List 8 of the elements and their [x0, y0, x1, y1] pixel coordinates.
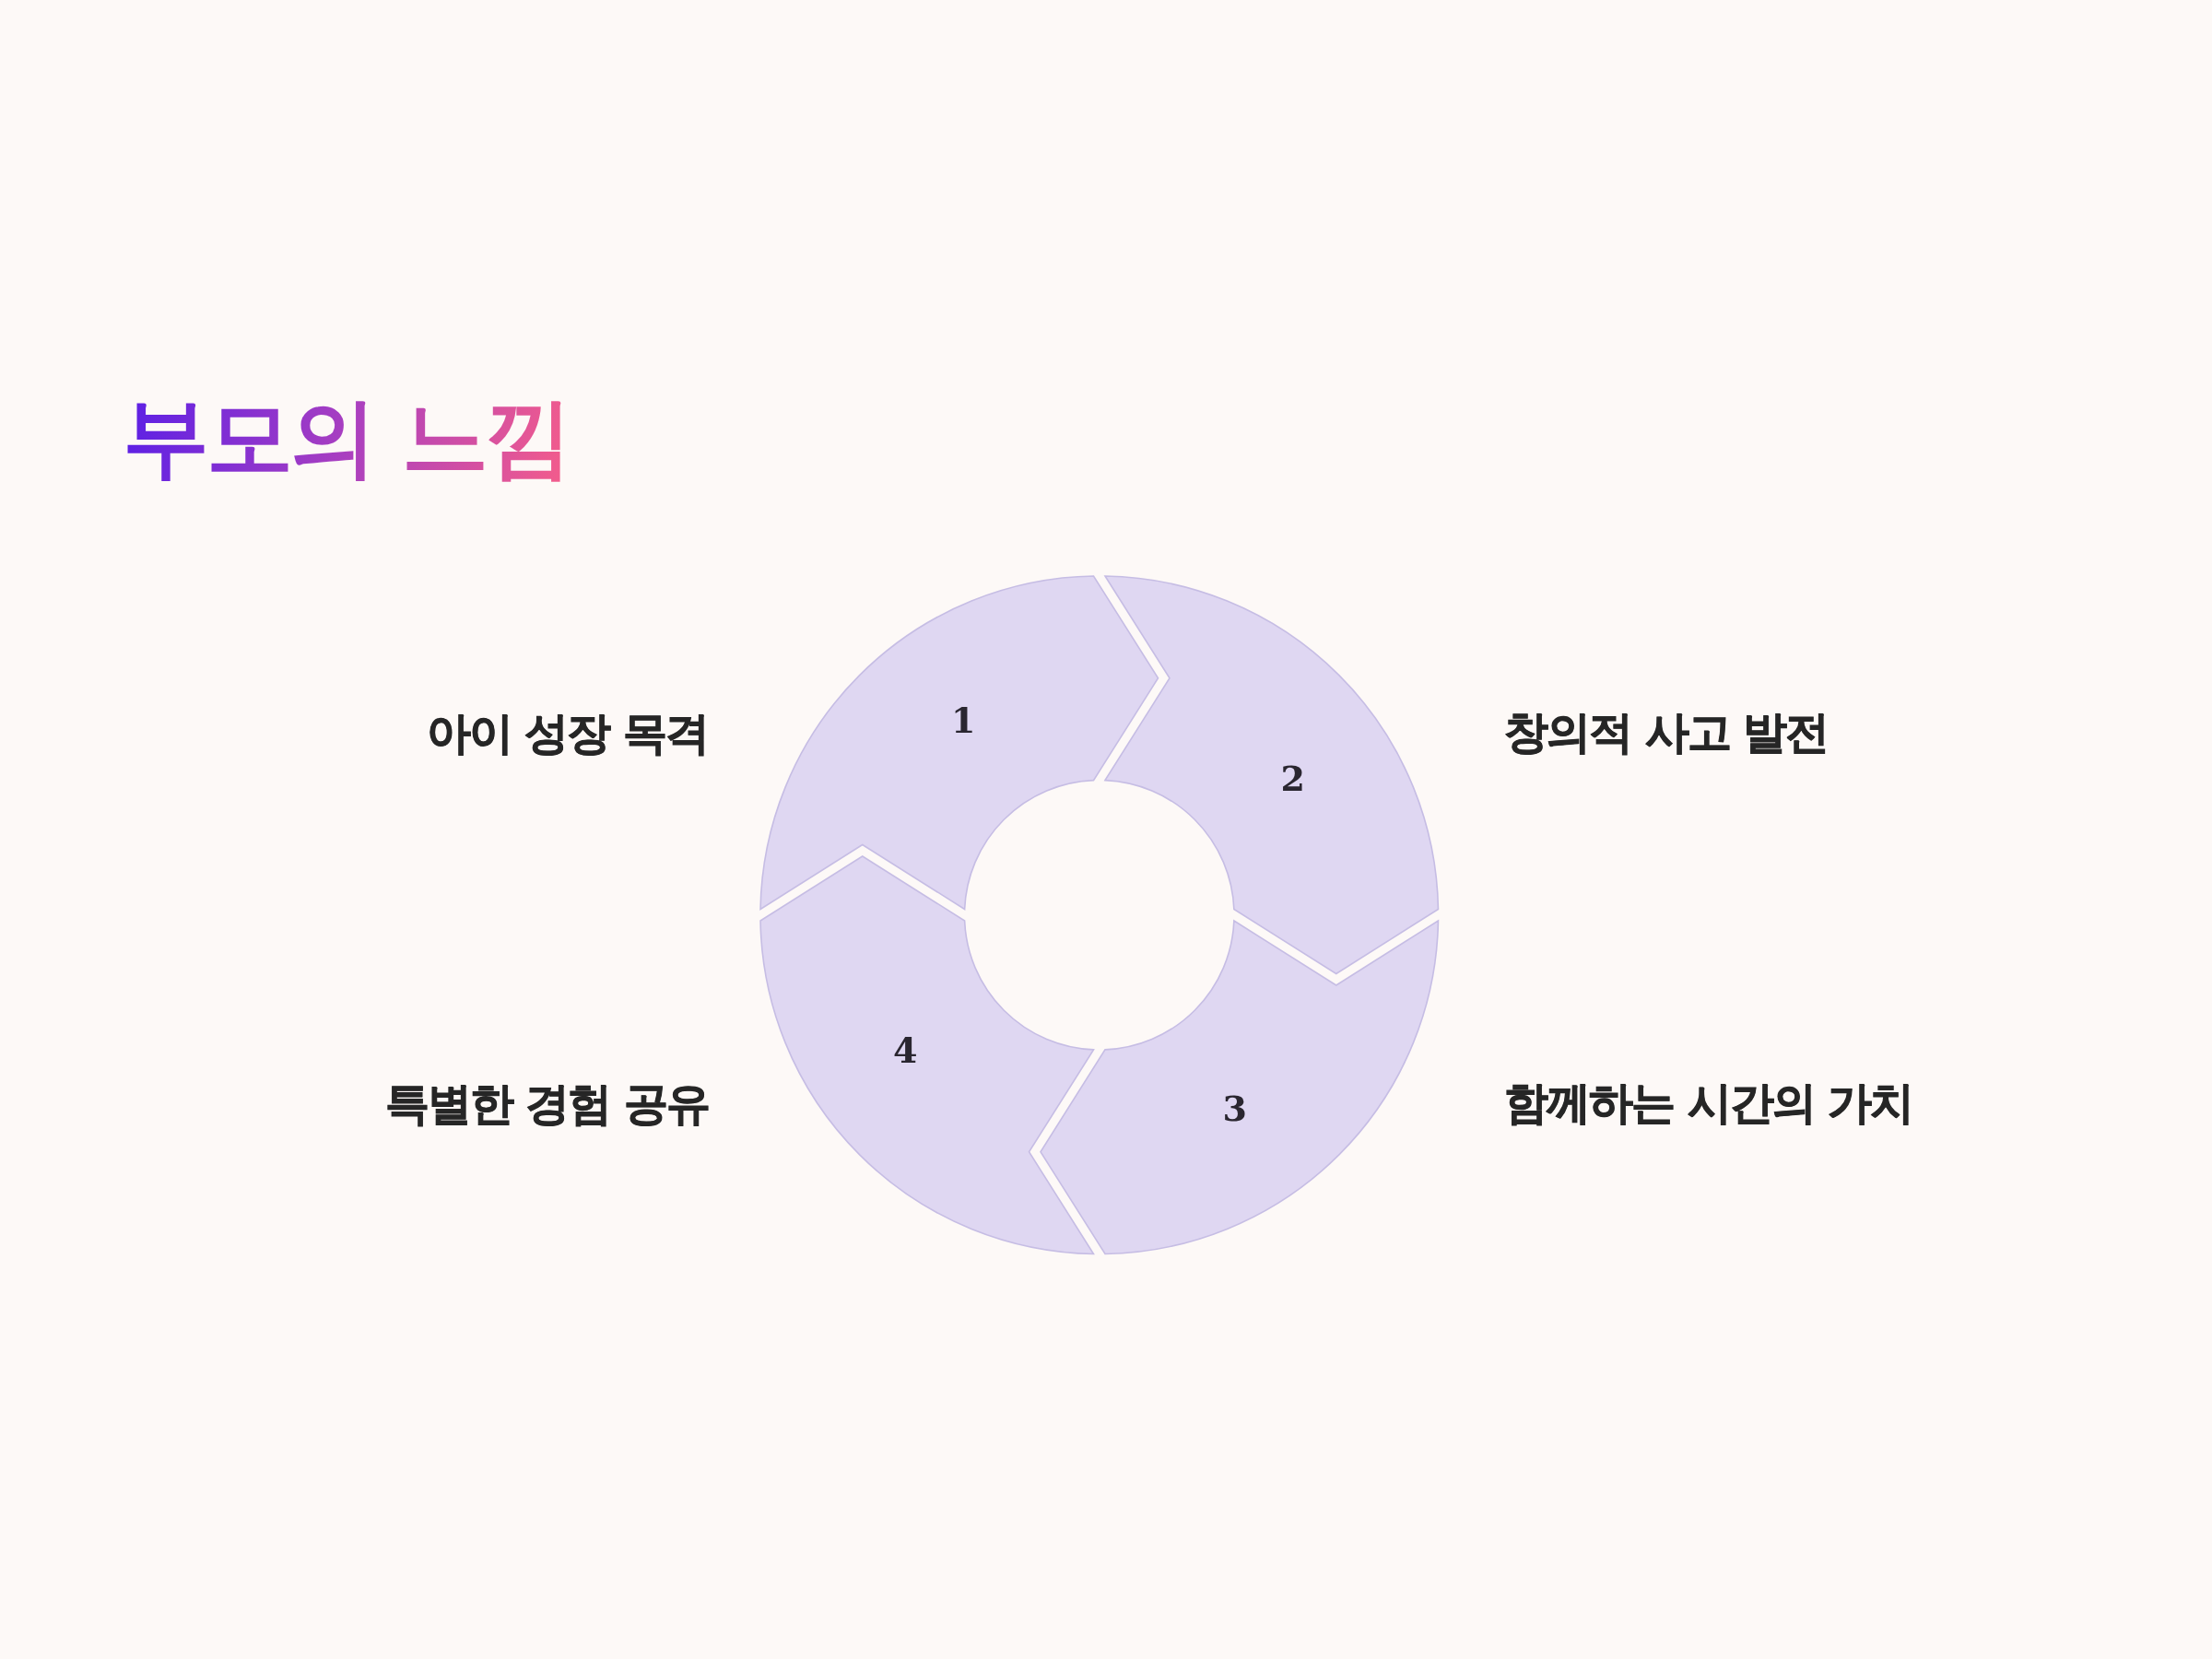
step-label: 특별한 경험 공유 — [384, 1077, 709, 1131]
step-label: 창의적 사고 발전 — [1504, 705, 1829, 759]
step-number: 2 — [1280, 759, 1306, 800]
step-number: 4 — [892, 1030, 918, 1071]
step-number: 1 — [951, 700, 976, 742]
step-label: 함께하는 시간의 가치 — [1504, 1076, 1913, 1130]
step-number: 3 — [1222, 1088, 1247, 1129]
step-label: 아이 성장 목격 — [426, 706, 708, 760]
